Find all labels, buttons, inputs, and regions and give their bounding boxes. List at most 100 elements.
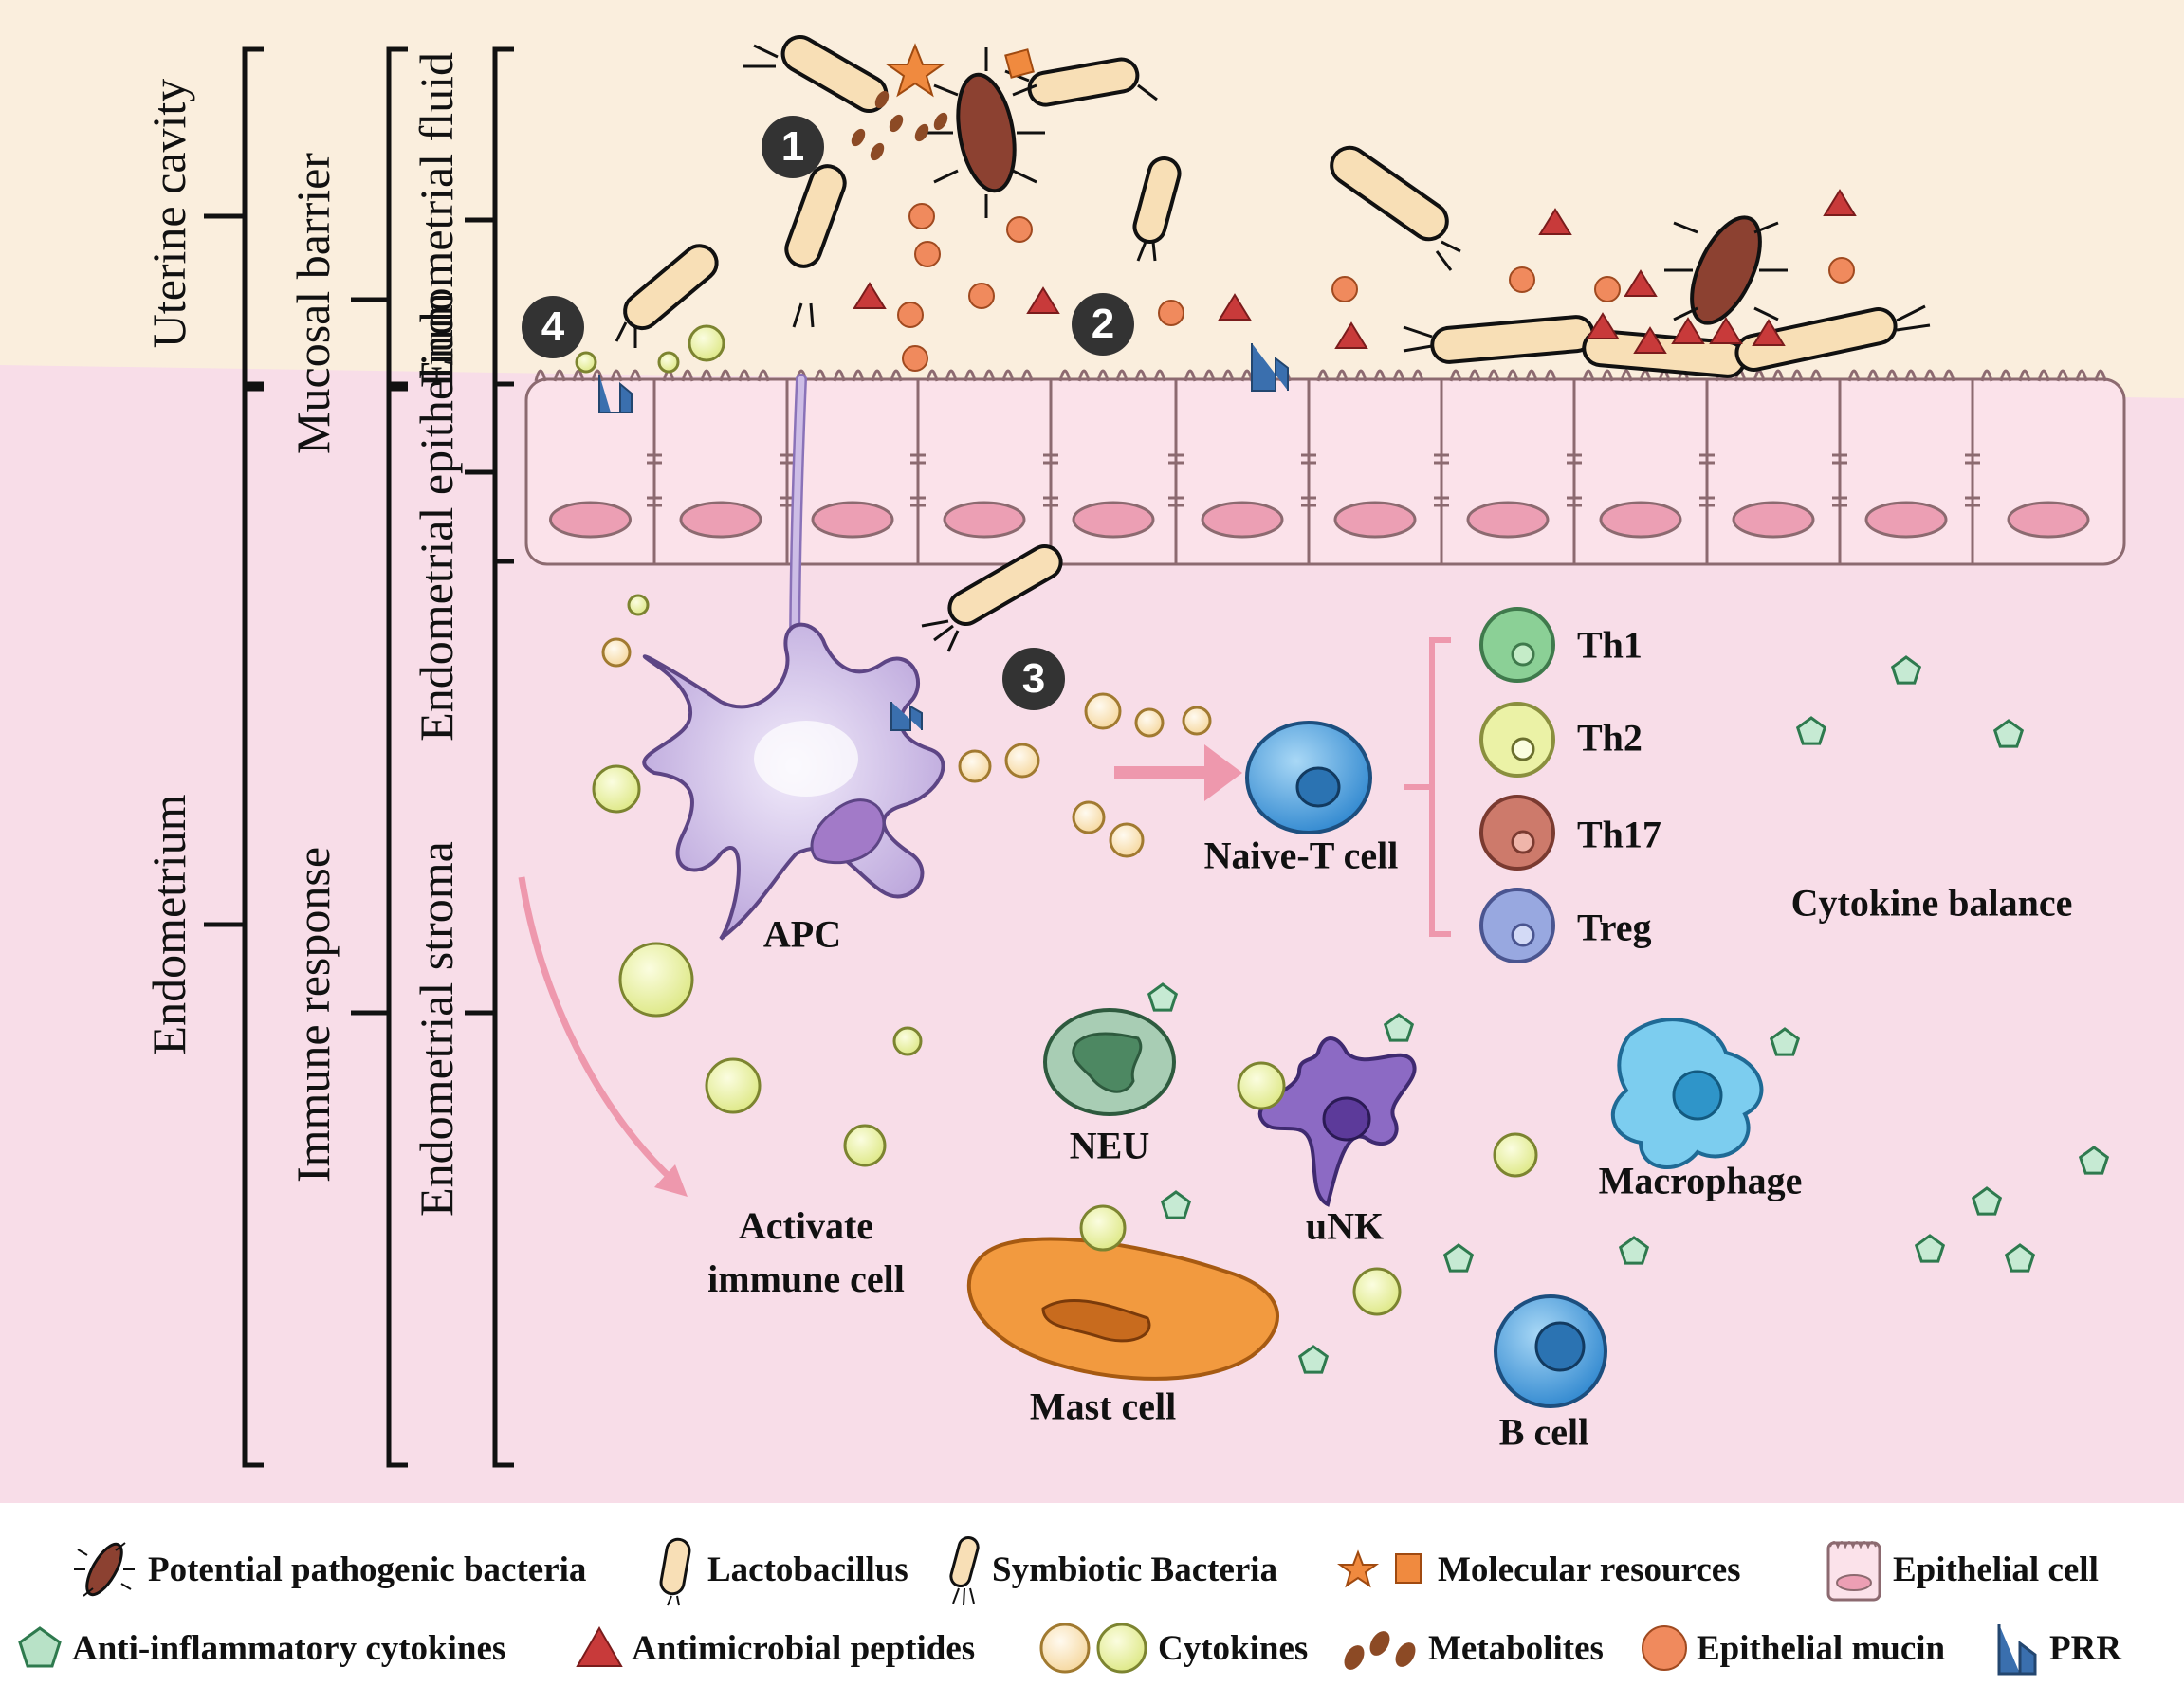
activate-immune-cell-label: Activate immune cell bbox=[707, 1200, 905, 1306]
cytokine bbox=[575, 351, 597, 374]
epithelial-nucleus bbox=[549, 501, 632, 539]
pathogenic-bacteria bbox=[925, 47, 1045, 218]
anti-inflammatory-cytokine bbox=[1147, 982, 1179, 1012]
legend-metabolites: Metabolites bbox=[1337, 1615, 1604, 1681]
antimicrobial-peptide bbox=[1026, 286, 1060, 314]
uterine-cavity-label: Uterine cavity bbox=[142, 78, 195, 349]
arrow-apc-to-naive-t bbox=[1114, 744, 1242, 801]
prr-receptor bbox=[598, 375, 633, 413]
endometrium-background bbox=[0, 365, 2184, 1503]
antimicrobial-peptide bbox=[853, 282, 887, 309]
antimicrobial-peptide bbox=[1334, 321, 1368, 349]
cytokine bbox=[1352, 1267, 1402, 1316]
antimicrobial-peptide bbox=[1538, 208, 1572, 235]
legend-anti-inflammatory: Anti-inflammatory cytokines bbox=[14, 1615, 505, 1681]
epithelial-nucleus bbox=[811, 501, 894, 539]
anti-inflammatory-cytokine bbox=[1769, 1027, 1801, 1056]
step-badge-4: 4 bbox=[522, 296, 584, 358]
antimicrobial-peptide bbox=[1709, 317, 1743, 344]
anti-inflammatory-cytokine bbox=[1160, 1190, 1192, 1219]
anti-inflammatory-cytokine bbox=[1795, 716, 1827, 745]
th2-label: Th2 bbox=[1577, 716, 1643, 760]
b-cell bbox=[1494, 1294, 1607, 1408]
legend-antimicrobial-text: Antimicrobial peptides bbox=[632, 1628, 976, 1668]
lactobacillus bbox=[1403, 304, 1931, 378]
anti-inflammatory-cytokine bbox=[1971, 1186, 2003, 1216]
epithelial-layer bbox=[524, 369, 2126, 566]
cytokine bbox=[592, 764, 641, 814]
endometrial-stroma-label: Endometrial stroma bbox=[410, 841, 463, 1217]
cytokine bbox=[1079, 1204, 1127, 1252]
prr-receptor bbox=[1251, 343, 1289, 392]
anti-inflammatory-cytokine bbox=[1297, 1345, 1330, 1374]
epithelial-mucin bbox=[968, 283, 995, 309]
step-badge-3: 3 bbox=[1002, 648, 1065, 710]
epithelial-nucleus bbox=[1201, 501, 1284, 539]
legend: Potential pathogenic bacteria Lactobacil… bbox=[0, 1503, 2184, 1705]
th17-cell bbox=[1479, 795, 1555, 871]
unk-label: uNK bbox=[1305, 1204, 1385, 1248]
anti-inflammatory-cytokine bbox=[2004, 1243, 2036, 1273]
metabolite bbox=[851, 128, 866, 147]
naive-t-label: Naive-T cell bbox=[1203, 834, 1399, 877]
epithelial-mucin bbox=[1594, 276, 1621, 302]
immune-response-label: Immune response bbox=[286, 846, 340, 1183]
metabolite bbox=[870, 142, 885, 161]
activate-line-2: immune cell bbox=[707, 1257, 905, 1300]
legend-prr-text: PRR bbox=[2049, 1628, 2122, 1668]
th1-label: Th1 bbox=[1577, 623, 1643, 667]
molecular-resource-square bbox=[1004, 48, 1035, 79]
cytokine bbox=[892, 1026, 923, 1056]
cytokine bbox=[627, 594, 650, 616]
cytokine bbox=[1237, 1061, 1286, 1110]
step-badge-1: 1 bbox=[762, 116, 824, 178]
symbiotic-bacteria-icon bbox=[949, 1536, 980, 1606]
epithelial-mucin bbox=[902, 345, 928, 372]
epithelial-nucleus bbox=[1599, 501, 1682, 539]
antimicrobial-peptide bbox=[1823, 189, 1857, 216]
epithelial-cell-icon bbox=[1826, 1541, 1881, 1602]
epithelial-mucin bbox=[908, 203, 935, 229]
cytokine bbox=[1134, 707, 1165, 738]
molecular-resources-icon bbox=[1337, 1549, 1422, 1588]
endometrial-epithelium-label: Endometrial epithelium bbox=[410, 292, 463, 742]
epithelial-mucin bbox=[897, 302, 924, 328]
legend-mucin-text: Epithelial mucin bbox=[1697, 1628, 1946, 1668]
metabolite bbox=[933, 112, 948, 131]
apc-label: APC bbox=[762, 912, 842, 956]
th2-cell bbox=[1479, 702, 1555, 778]
legend-anti-inflammatory-text: Anti-inflammatory cytokines bbox=[72, 1628, 506, 1668]
symbiotic-bacteria bbox=[1132, 156, 1182, 262]
epithelial-mucin bbox=[914, 241, 941, 267]
legend-epithelial-cell: Epithelial cell bbox=[1821, 1531, 2099, 1607]
lactobacillus bbox=[1004, 57, 1158, 107]
legend-pathogenic-text: Potential pathogenic bacteria bbox=[148, 1549, 587, 1589]
neu-cell bbox=[1043, 1008, 1176, 1116]
epithelial-mucin bbox=[1331, 276, 1358, 302]
symbiotic-bacteria bbox=[784, 164, 847, 328]
epithelial-nucleus bbox=[1333, 501, 1417, 539]
cytokine bbox=[1004, 742, 1040, 779]
prr-icon bbox=[1997, 1624, 2037, 1676]
legend-lactobacillus: Lactobacillus bbox=[654, 1531, 908, 1607]
cytokine bbox=[1493, 1132, 1538, 1178]
anti-inflammatory-icon bbox=[18, 1626, 62, 1668]
epithelial-nucleus bbox=[2007, 501, 2090, 539]
epithelial-mucin bbox=[1828, 257, 1855, 284]
epithelial-nucleus bbox=[943, 501, 1026, 539]
legend-pathogenic: Potential pathogenic bacteria bbox=[66, 1531, 586, 1607]
cytokine bbox=[688, 324, 725, 362]
cytokine bbox=[705, 1057, 762, 1114]
cytokines-icon bbox=[1039, 1622, 1147, 1674]
macrophage-cell bbox=[1610, 1018, 1764, 1169]
legend-cytokines-text: Cytokines bbox=[1158, 1628, 1309, 1668]
cytokine bbox=[1084, 692, 1122, 730]
pathogenic-bacteria-icon bbox=[74, 1542, 135, 1597]
legend-lactobacillus-text: Lactobacillus bbox=[707, 1549, 908, 1589]
legend-metabolites-text: Metabolites bbox=[1428, 1628, 1604, 1668]
epithelial-mucin bbox=[1509, 266, 1535, 293]
antimicrobial-peptide bbox=[1671, 317, 1705, 344]
treg-label: Treg bbox=[1577, 906, 1652, 949]
metabolite bbox=[914, 123, 929, 142]
epithelial-nucleus bbox=[1732, 501, 1815, 539]
